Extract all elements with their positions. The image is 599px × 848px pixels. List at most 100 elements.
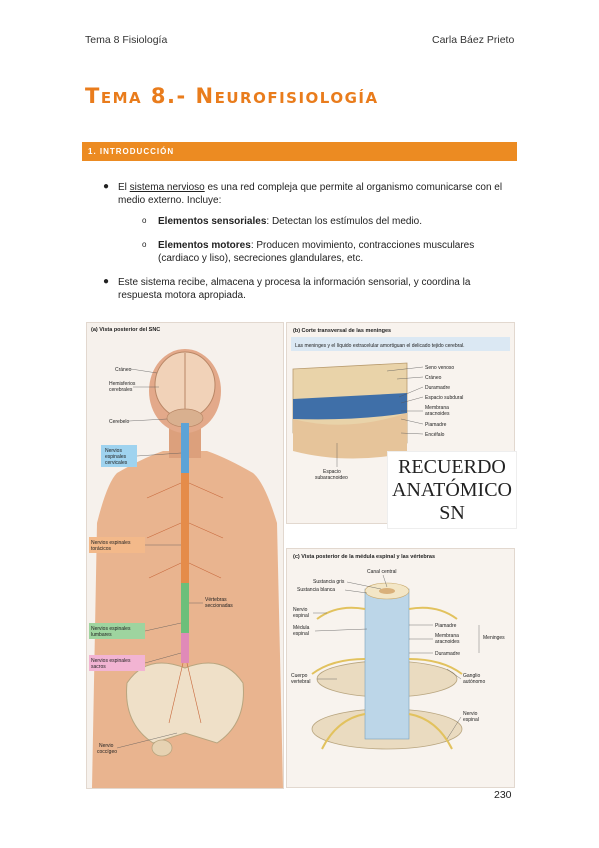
bullet-text: El — [118, 182, 130, 193]
label-cervicales-3: cervicales — [105, 460, 128, 466]
label-duramadre-c: Duramadre — [435, 651, 460, 657]
label-subaracnoideo: subaracnoideo — [315, 475, 348, 481]
sub-bullet-term: Elementos sensoriales — [158, 216, 267, 227]
label-sacros-2: sacros — [91, 664, 106, 670]
recuerdo-line-3: SN — [439, 502, 465, 524]
label-aracnoides: aracnoides — [425, 411, 450, 417]
cns-illustration: (a) Vista posterior del SNC Cráneo Hemis… — [89, 327, 283, 788]
page-number: 230 — [494, 789, 512, 801]
label-box-toracicos — [89, 537, 145, 553]
gray-matter — [379, 588, 395, 594]
page-title: Tema 8.- Neurofisiología — [85, 84, 379, 108]
label-espinal: espinal — [293, 613, 309, 619]
label-medula-espinal: espinal — [293, 631, 309, 637]
label-nervio-b: Nervio — [463, 711, 478, 717]
sub-bullet-dot: o — [142, 216, 147, 225]
label-lumbares-2: lumbares — [91, 632, 112, 638]
cervical-segment — [181, 423, 189, 473]
dura-layer — [293, 393, 407, 420]
spinal-nerve-roots — [311, 606, 463, 750]
label-hemisferios-2: cerebrales — [109, 387, 133, 393]
label-aracnoides-c: aracnoides — [435, 639, 460, 645]
label-medula: Médula — [293, 625, 310, 631]
header-right: Carla Báez Prieto — [432, 34, 515, 46]
sub-bullet-item-2: Elementos motores: Producen movimiento, … — [158, 239, 513, 265]
label-membrana: Membrana — [425, 405, 449, 411]
recuerdo-anatomico-box: RECUERDO ANATÓMICO SN — [388, 452, 516, 528]
label-encefalo: Encéfalo — [425, 432, 445, 438]
figure-b-caption: Las meninges y el líquido extracelular a… — [295, 343, 465, 349]
thoracic-segment — [181, 473, 189, 583]
meninges-illustration: (b) Corte transversal de las meninges La… — [291, 328, 510, 481]
meninges-labels: Seno venoso Cráneo Duramadre Espacio sub… — [315, 365, 463, 481]
label-sustancia-blanca: Sustancia blanca — [297, 587, 335, 593]
label-autonomo: autónomo — [463, 679, 485, 685]
label-lumbares: Nervios espinales — [91, 626, 131, 632]
label-craneo: Cráneo — [115, 367, 132, 373]
figure-cns-posterior: (a) Vista posterior del SNC Cráneo Hemis… — [86, 322, 284, 789]
label-meninges: Meninges — [483, 635, 505, 641]
label-box-lumbares — [89, 623, 145, 639]
label-vertebras: Vértebras — [205, 597, 227, 603]
spinal-labels: Canal central Sustancia gris Sustancia b… — [291, 569, 505, 723]
label-espacio: Espacio — [323, 469, 341, 475]
section-heading: 1. INTRODUCCIÓN — [82, 142, 517, 161]
label-coccigeo-2: coccígeo — [97, 749, 117, 755]
label-hemisferios: Hemisferios — [109, 381, 136, 387]
figure-spinal-cord: (c) Vista posterior de la médula espinal… — [286, 548, 515, 788]
sub-bullet-text: : Detectan los estímulos del medio. — [266, 216, 423, 227]
label-sustancia-gris: Sustancia gris — [313, 579, 345, 585]
label-cerebelo: Cerebelo — [109, 419, 130, 425]
label-toracicos: Nervios espinales — [91, 540, 131, 546]
label-espinal-b: espinal — [463, 717, 479, 723]
label-toracicos-2: torácicos — [91, 546, 112, 552]
bullet-item-1: El sistema nervioso es una red compleja … — [118, 181, 513, 207]
label-cervicales: Nervios — [105, 448, 122, 454]
bullet-text: es una red compleja que permite al organ… — [118, 182, 503, 206]
label-box-cervicales — [101, 445, 137, 467]
label-membrana-c: Membrana — [435, 633, 459, 639]
bullet-item-2: Este sistema recibe, almacena y procesa … — [118, 277, 471, 301]
recuerdo-line-1: RECUERDO — [398, 456, 506, 478]
label-sacros: Nervios espinales — [91, 658, 131, 664]
header-left: Tema 8 Fisiología — [85, 34, 168, 46]
sub-bullet-dot: o — [142, 240, 147, 249]
lumbar-segment — [181, 583, 189, 633]
meninges-leader-lines — [336, 366, 424, 467]
spinal-column — [364, 588, 410, 740]
spinal-leader-lines — [313, 574, 480, 740]
figure-c-title: (c) Vista posterior de la médula espinal… — [293, 554, 435, 560]
label-nervio: Nervio — [293, 607, 308, 613]
recuerdo-line-2: ANATÓMICO — [392, 479, 512, 501]
label-vertebral: vertebral — [291, 679, 310, 685]
label-cuerpo: Cuerpo — [291, 673, 308, 679]
hip-joint — [151, 739, 173, 757]
sub-bullet-text: : Producen movimiento, contracciones mus… — [158, 240, 475, 264]
leader-lines — [116, 368, 203, 749]
spinal-nerves — [146, 482, 224, 724]
label-vertebras-2: seccionadas — [205, 603, 233, 609]
label-box-sacros — [89, 655, 145, 671]
sub-bullet-term: Elementos motores — [158, 240, 251, 251]
bullet-dot: ● — [103, 181, 110, 192]
sacral-segment — [181, 633, 189, 663]
label-piamadre: Piamadre — [425, 422, 447, 428]
figure-b-title: (b) Corte transversal de las meninges — [293, 328, 391, 334]
label-cervicales-2: espinales — [105, 454, 127, 460]
label-piamadre-c: Piamadre — [435, 623, 457, 629]
label-coccigeo: Nervio — [99, 743, 114, 749]
label-canal-central: Canal central — [367, 569, 396, 575]
brain-tissue — [293, 413, 407, 459]
label-ganglio: Ganglio — [463, 673, 480, 679]
label-craneo-b: Cráneo — [425, 375, 442, 381]
caption-band — [291, 337, 510, 351]
label-duramadre: Duramadre — [425, 385, 450, 391]
figure-a-title: (a) Vista posterior del SNC — [91, 327, 160, 333]
bullet-dot: ● — [103, 276, 110, 287]
sub-bullet-item-1: Elementos sensoriales: Detectan los estí… — [158, 215, 513, 228]
label-seno-venoso: Seno venoso — [425, 365, 454, 371]
label-espacio-subdural: Espacio subdural — [425, 395, 463, 401]
underlined-term: sistema nervioso — [129, 182, 205, 193]
spinal-cord-illustration: (c) Vista posterior de la médula espinal… — [291, 554, 505, 750]
pelvis-shape — [126, 662, 244, 744]
